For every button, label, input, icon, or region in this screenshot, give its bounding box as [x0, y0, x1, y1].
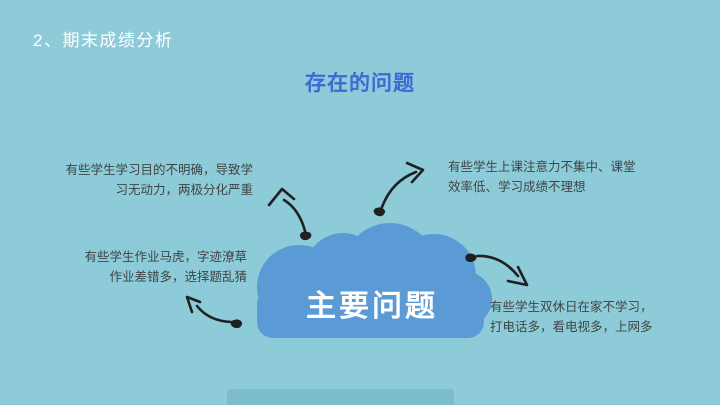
note-top-left: 有些学生学习目的不明确，导致学 习无动力，两极分化严重 [65, 160, 253, 200]
note-line: 有些学生学习目的不明确，导致学 [65, 163, 253, 177]
note-line: 效率低、学习成绩不理想 [448, 180, 586, 194]
slide-title: 存在的问题 [305, 72, 415, 95]
arrow-top-right [373, 161, 425, 217]
arrow-top-left [267, 187, 312, 241]
bottom-partial-shape [227, 389, 454, 405]
note-line: 习无动力，两极分化严重 [115, 183, 253, 197]
cloud-shape [257, 223, 492, 338]
note-line: 有些学生作业马虎，字迹潦草 [84, 250, 247, 264]
note-line: 有些学生双休日在家不学习， [490, 300, 653, 314]
arrow-bottom-left [185, 295, 243, 329]
note-bottom-right: 有些学生双休日在家不学习， 打电话多，看电视多，上网多 [490, 297, 653, 337]
note-line: 作业差错多，选择题乱猜 [109, 270, 247, 284]
arrow-bottom-right [465, 253, 529, 287]
note-middle-left: 有些学生作业马虎，字迹潦草 作业差错多，选择题乱猜 [84, 247, 247, 287]
slide-section-heading: 2、期末成绩分析 [33, 31, 174, 50]
note-line: 有些学生上课注意力不集中、课堂 [448, 160, 636, 174]
note-line: 打电话多，看电视多，上网多 [490, 320, 653, 334]
cloud-label: 主要问题 [306, 290, 438, 323]
note-top-right: 有些学生上课注意力不集中、课堂 效率低、学习成绩不理想 [448, 157, 636, 197]
